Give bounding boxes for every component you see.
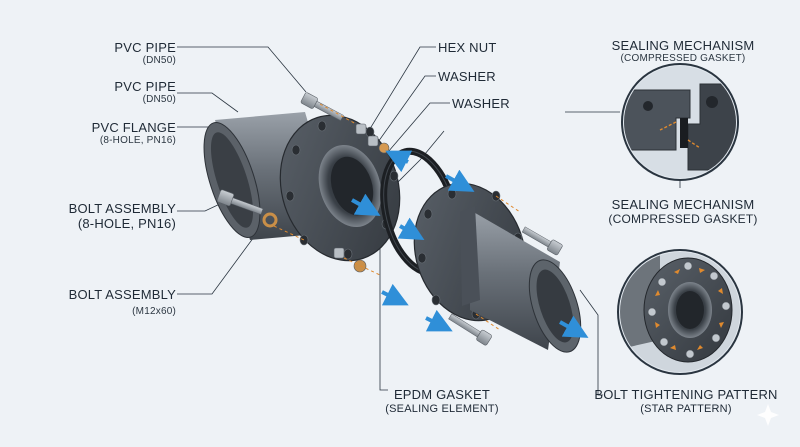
label-bolt-assembly-2: BOLT ASSEMBLY (M12x60): [40, 287, 176, 318]
label-bolt-pattern: BOLT TIGHTENING PATTERN (STAR PATTERN): [592, 387, 780, 417]
label-bolt-assembly-2-title: BOLT ASSEMBLY: [68, 287, 176, 302]
leader-pvc-pipe-2: [177, 92, 239, 113]
sealing-callout: [621, 63, 739, 181]
label-washer-2: WASHER: [452, 96, 510, 111]
label-pvc-pipe-2-title: PVC PIPE: [114, 79, 176, 94]
label-sealing-2: SEALING MECHANISM (COMPRESSED GASKET): [596, 197, 770, 227]
label-pvc-flange-sub: (8-HOLE, PN16): [99, 135, 176, 146]
label-washer-1: WASHER: [438, 69, 496, 84]
label-pvc-pipe-1-sub: (DN50): [142, 55, 176, 66]
label-gasket-title: EPDM GASKET: [393, 387, 491, 402]
label-pvc-flange: PVC FLANGE (8-HOLE, PN16): [50, 120, 176, 147]
sparkle-icon: [757, 404, 779, 426]
label-sealing-1-title: SEALING MECHANISM: [611, 38, 755, 53]
leader-bolt-2: [177, 225, 263, 295]
label-sealing-2-sub: (COMPRESSED GASKET): [608, 212, 758, 226]
leader-washer-1: [377, 75, 436, 143]
label-bolt-assembly-1-title: BOLT ASSEMBLY: [68, 201, 176, 216]
label-sealing-1-sub: (COMPRESSED GASKET): [620, 53, 746, 64]
label-sealing-2-title: SEALING MECHANISM: [611, 197, 755, 212]
label-pvc-pipe-1-title: PVC PIPE: [114, 40, 176, 55]
leader-pattern: [579, 289, 603, 396]
label-sealing-1: SEALING MECHANISM (COMPRESSED GASKET): [598, 38, 768, 65]
label-washer-2-title: WASHER: [452, 96, 510, 111]
label-pvc-pipe-2: PVC PIPE (DN50): [70, 79, 176, 106]
label-bolt-pattern-sub: (STAR PATTERN): [640, 403, 732, 415]
leader-hex-nut: [367, 46, 436, 133]
leader-bolt-1: [177, 202, 223, 212]
alignment-dashes: [273, 103, 521, 331]
right-pvc-pipe: [460, 206, 582, 353]
bolts: [216, 92, 563, 346]
label-washer-1-title: WASHER: [438, 69, 496, 84]
label-pvc-pipe-2-sub: (DN50): [142, 94, 176, 105]
label-bolt-assembly-1-sub: (8-HOLE, PN16): [77, 216, 176, 231]
label-gasket: EPDM GASKET (SEALING ELEMENT): [372, 387, 512, 417]
label-bolt-pattern-title: BOLT TIGHTENING PATTERN: [594, 387, 778, 402]
label-bolt-assembly-1: BOLT ASSEMBLY (8-HOLE, PN16): [40, 201, 176, 231]
label-gasket-sub: (SEALING ELEMENT): [385, 403, 499, 415]
label-hex-nut-title: HEX NUT: [438, 40, 497, 55]
bolt-pattern-callout: [617, 249, 743, 375]
direction-arrows: [351, 150, 589, 338]
label-pvc-pipe-1: PVC PIPE (DN50): [70, 40, 176, 67]
leader-pvc-pipe-1: [177, 46, 307, 93]
label-hex-nut: HEX NUT: [438, 40, 496, 55]
label-pvc-flange-title: PVC FLANGE: [91, 120, 176, 135]
label-bolt-assembly-2-sub: (M12x60): [132, 306, 176, 317]
leader-washer-2: [387, 102, 450, 153]
